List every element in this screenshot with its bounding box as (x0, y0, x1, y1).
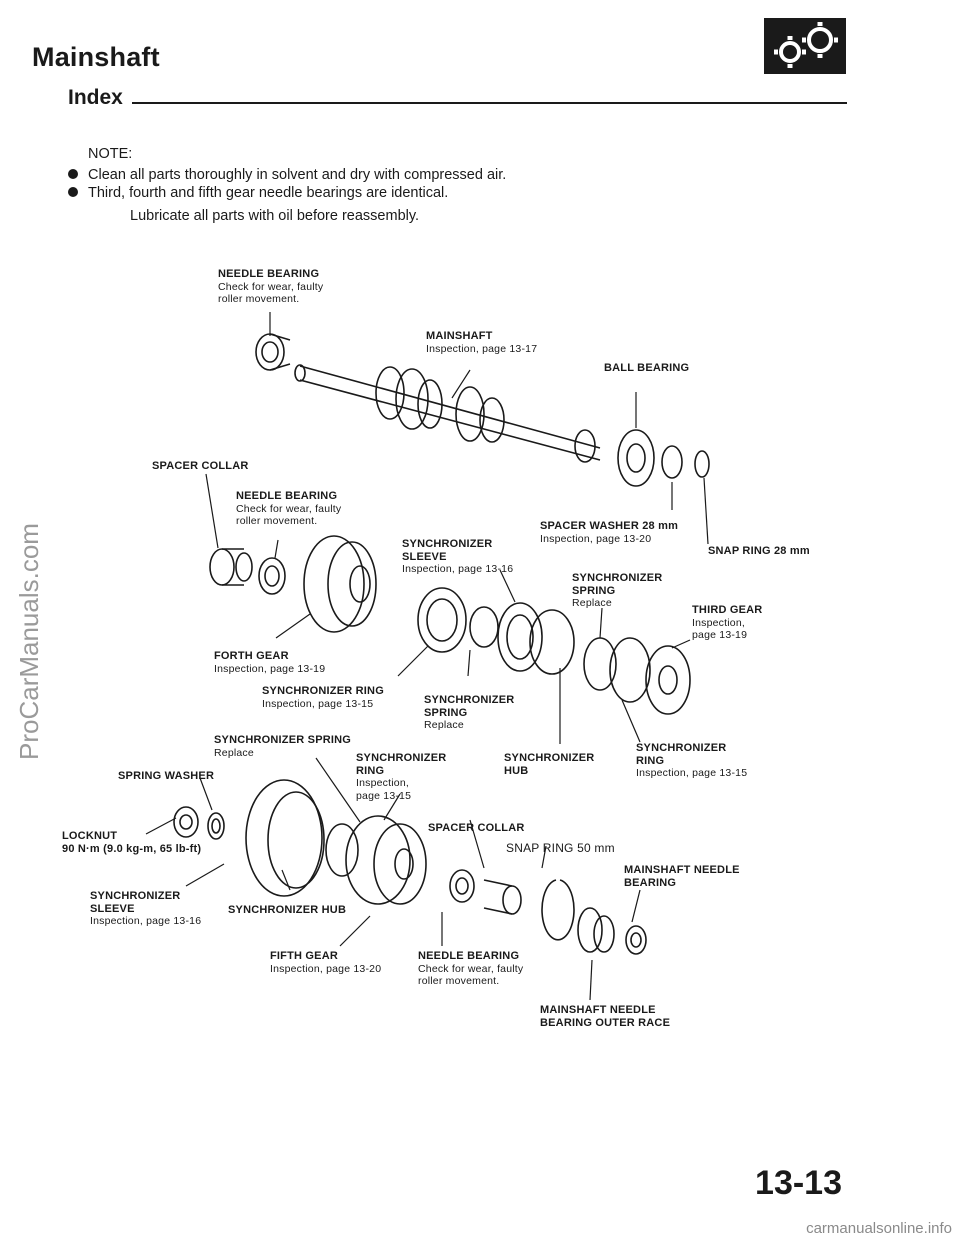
label-sync-sleeve-low: SYNCHRONIZER SLEEVE Inspection, page 13-… (90, 890, 202, 927)
label-sync-spring-top: SYNCHRONIZER SPRING Replace (572, 572, 663, 609)
label-third-gear: THIRD GEAR Inspection, page 13-19 (692, 604, 763, 641)
label-needle-bearing-low: NEEDLE BEARING Check for wear, faulty ro… (418, 950, 524, 987)
label-ball-bearing: BALL BEARING (604, 362, 690, 374)
bullet-icon (68, 187, 78, 197)
label-spacer-collar-low: SPACER COLLAR (428, 822, 525, 834)
label-snap-ring-50: SNAP RING 50 mm (506, 841, 615, 855)
needle-bearing-mid-part (258, 557, 286, 595)
lubricate-note: Lubricate all parts with oil before reas… (130, 208, 420, 224)
page-title: Mainshaft (32, 42, 160, 72)
label-sync-hub-low: SYNCHRONIZER HUB (228, 904, 347, 916)
label-sync-spring-left: SYNCHRONIZER SPRING Replace (214, 734, 352, 759)
side-watermark: ProCarManuals.com (14, 523, 44, 760)
snap-ring-50-part (541, 879, 575, 941)
locknut-part (173, 806, 225, 840)
note-item: Third, fourth and fifth gear needle bear… (68, 185, 448, 201)
ball-bearing-part (617, 429, 710, 487)
label-mainshaft: MAINSHAFT Inspection, page 13-17 (426, 330, 538, 355)
sync-sleeve-top-part (417, 587, 499, 653)
label-locknut: LOCKNUT 90 N·m (9.0 kg-m, 65 lb-ft) (62, 830, 202, 855)
needle-bearing-low-part (449, 869, 475, 903)
label-outer-race: MAINSHAFT NEEDLE BEARING OUTER RACE (540, 1004, 671, 1029)
header-rule (132, 102, 847, 104)
label-snap-ring-28: SNAP RING 28 mm (708, 545, 810, 557)
label-spacer-washer: SPACER WASHER 28 mm Inspection, page 13-… (540, 520, 679, 545)
spacer-collar-low-part (483, 879, 522, 915)
label-sync-ring-low: SYNCHRONIZER RING Inspection, page 13-15 (356, 752, 447, 802)
label-spring-washer: SPRING WASHER (118, 770, 215, 782)
spacer-collar-top-part (209, 548, 253, 586)
page-number: 13-13 (755, 1164, 842, 1202)
bullet-icon (68, 169, 78, 179)
outer-race-part (577, 907, 647, 955)
label-forth-gear: FORTH GEAR Inspection, page 13-19 (214, 650, 326, 675)
label-sync-sleeve-top: SYNCHRONIZER SLEEVE Inspection, page 13-… (402, 538, 514, 575)
mainshaft-part (294, 364, 601, 463)
section-subtitle: Index (68, 86, 123, 109)
forth-gear-part (303, 535, 377, 633)
label-needle-bearing-top: NEEDLE BEARING Check for wear, faulty ro… (218, 268, 324, 305)
label-mainshaft-needle-bearing: MAINSHAFT NEEDLE BEARING (624, 864, 740, 889)
label-spacer-collar-top: SPACER COLLAR (152, 460, 249, 472)
label-sync-hub-right: SYNCHRONIZER HUB (504, 752, 595, 777)
third-gear-part (583, 637, 691, 715)
note-item: Clean all parts thoroughly in solvent an… (68, 167, 506, 183)
label-sync-spring-mid: SYNCHRONIZER SPRING Replace (424, 694, 515, 731)
footer-watermark: carmanualsonline.info (806, 1220, 952, 1237)
label-fifth-gear: FIFTH GEAR Inspection, page 13-20 (270, 950, 382, 975)
sync-sleeve-low-part (245, 779, 325, 897)
label-sync-ring-mid: SYNCHRONIZER RING Inspection, page 13-15 (262, 685, 384, 710)
label-sync-ring-right: SYNCHRONIZER RING Inspection, page 13-15 (636, 742, 748, 779)
needle-bearing-top-part (255, 333, 291, 371)
fifth-gear-part (325, 815, 427, 905)
note-heading: NOTE: (88, 146, 133, 162)
label-needle-bearing-mid: NEEDLE BEARING Check for wear, faulty ro… (236, 490, 342, 527)
sync-ring-top-part (497, 602, 575, 675)
transmission-gear-icon (764, 18, 846, 74)
